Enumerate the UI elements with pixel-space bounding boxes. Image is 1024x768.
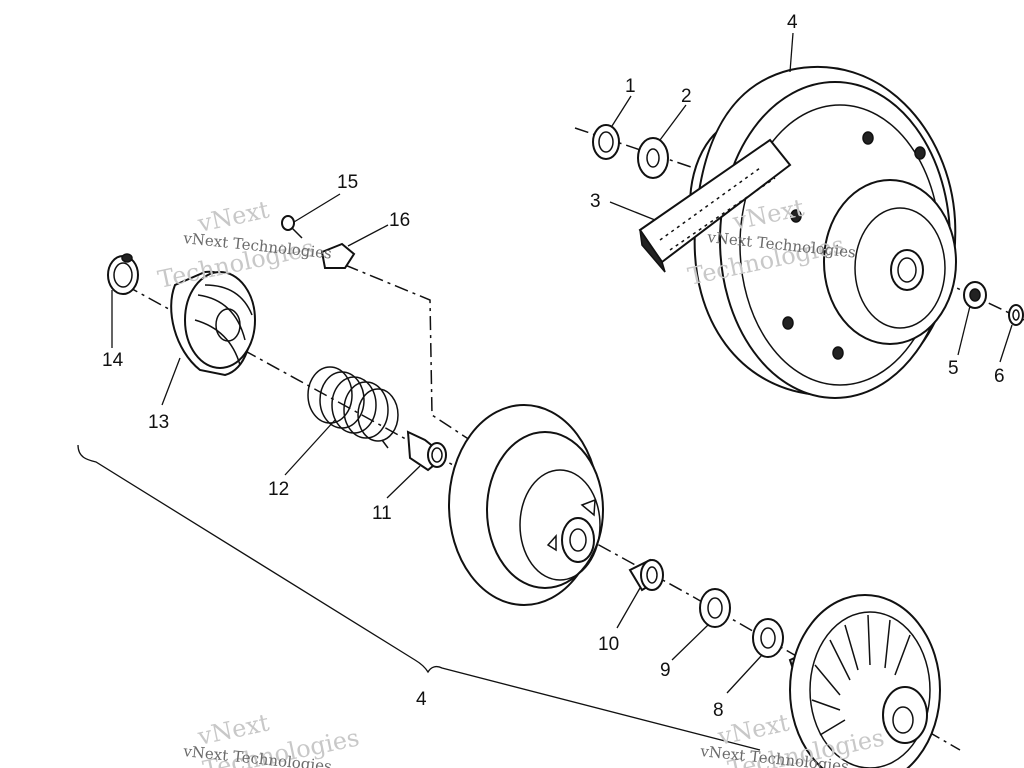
spring-12 xyxy=(307,366,399,449)
callout-4-top: 4 xyxy=(787,12,798,33)
screw-15 xyxy=(281,215,303,239)
nut-6 xyxy=(1008,304,1024,326)
callout-3: 3 xyxy=(590,191,601,212)
button-16 xyxy=(320,242,356,269)
leader-lines xyxy=(111,32,1013,694)
assembly-bracket xyxy=(77,444,761,751)
washer-9 xyxy=(699,588,731,628)
sheave-bolt-hole xyxy=(782,316,794,330)
watermark-1: vNext Technologies vNext Technologies xyxy=(155,195,332,293)
callout-4-bottom: 4 xyxy=(416,689,427,710)
axis-line-bolt xyxy=(344,264,471,441)
callouts: 1 2 3 4 5 6 8 9 10 11 12 13 14 15 16 4 xyxy=(102,12,1005,721)
callout-1: 1 xyxy=(625,76,636,97)
callout-8: 8 xyxy=(713,700,724,721)
belt-texture xyxy=(659,167,776,251)
drive-belt xyxy=(638,138,792,273)
callout-9: 9 xyxy=(660,660,671,681)
snap-ring-14 xyxy=(107,253,139,295)
sheave-bolt-hole xyxy=(832,346,844,360)
washer-5 xyxy=(963,281,987,309)
movable-sheave xyxy=(448,404,604,606)
bushing-10 xyxy=(628,558,664,592)
callout-5: 5 xyxy=(948,358,959,379)
belt-end xyxy=(639,229,666,273)
callout-14: 14 xyxy=(102,350,124,371)
sheave-bolt-hole xyxy=(790,209,802,223)
callout-15: 15 xyxy=(337,172,358,193)
bushing-11 xyxy=(406,430,447,472)
callout-10: 10 xyxy=(598,634,619,655)
watermark-3: vNext Technologies vNext Technologies xyxy=(182,708,362,768)
sheave-hub-ring xyxy=(854,207,946,329)
callout-6: 6 xyxy=(994,366,1005,387)
sheave-bore xyxy=(890,249,924,291)
callout-11: 11 xyxy=(372,503,392,524)
callout-13: 13 xyxy=(148,412,169,433)
sheave-bolt-hole xyxy=(914,146,926,160)
sheave-hub xyxy=(823,179,957,345)
fixed-sheave-bottom xyxy=(788,594,941,768)
callout-2: 2 xyxy=(681,86,692,107)
washer-1 xyxy=(592,124,620,160)
sheave-bore-inner xyxy=(897,257,917,283)
callout-16: 16 xyxy=(389,210,410,231)
sheave-bolt-hole xyxy=(862,131,874,145)
washer-2 xyxy=(637,137,669,179)
cam-13 xyxy=(170,270,256,377)
washer-8 xyxy=(752,618,784,658)
callout-12: 12 xyxy=(268,479,289,500)
